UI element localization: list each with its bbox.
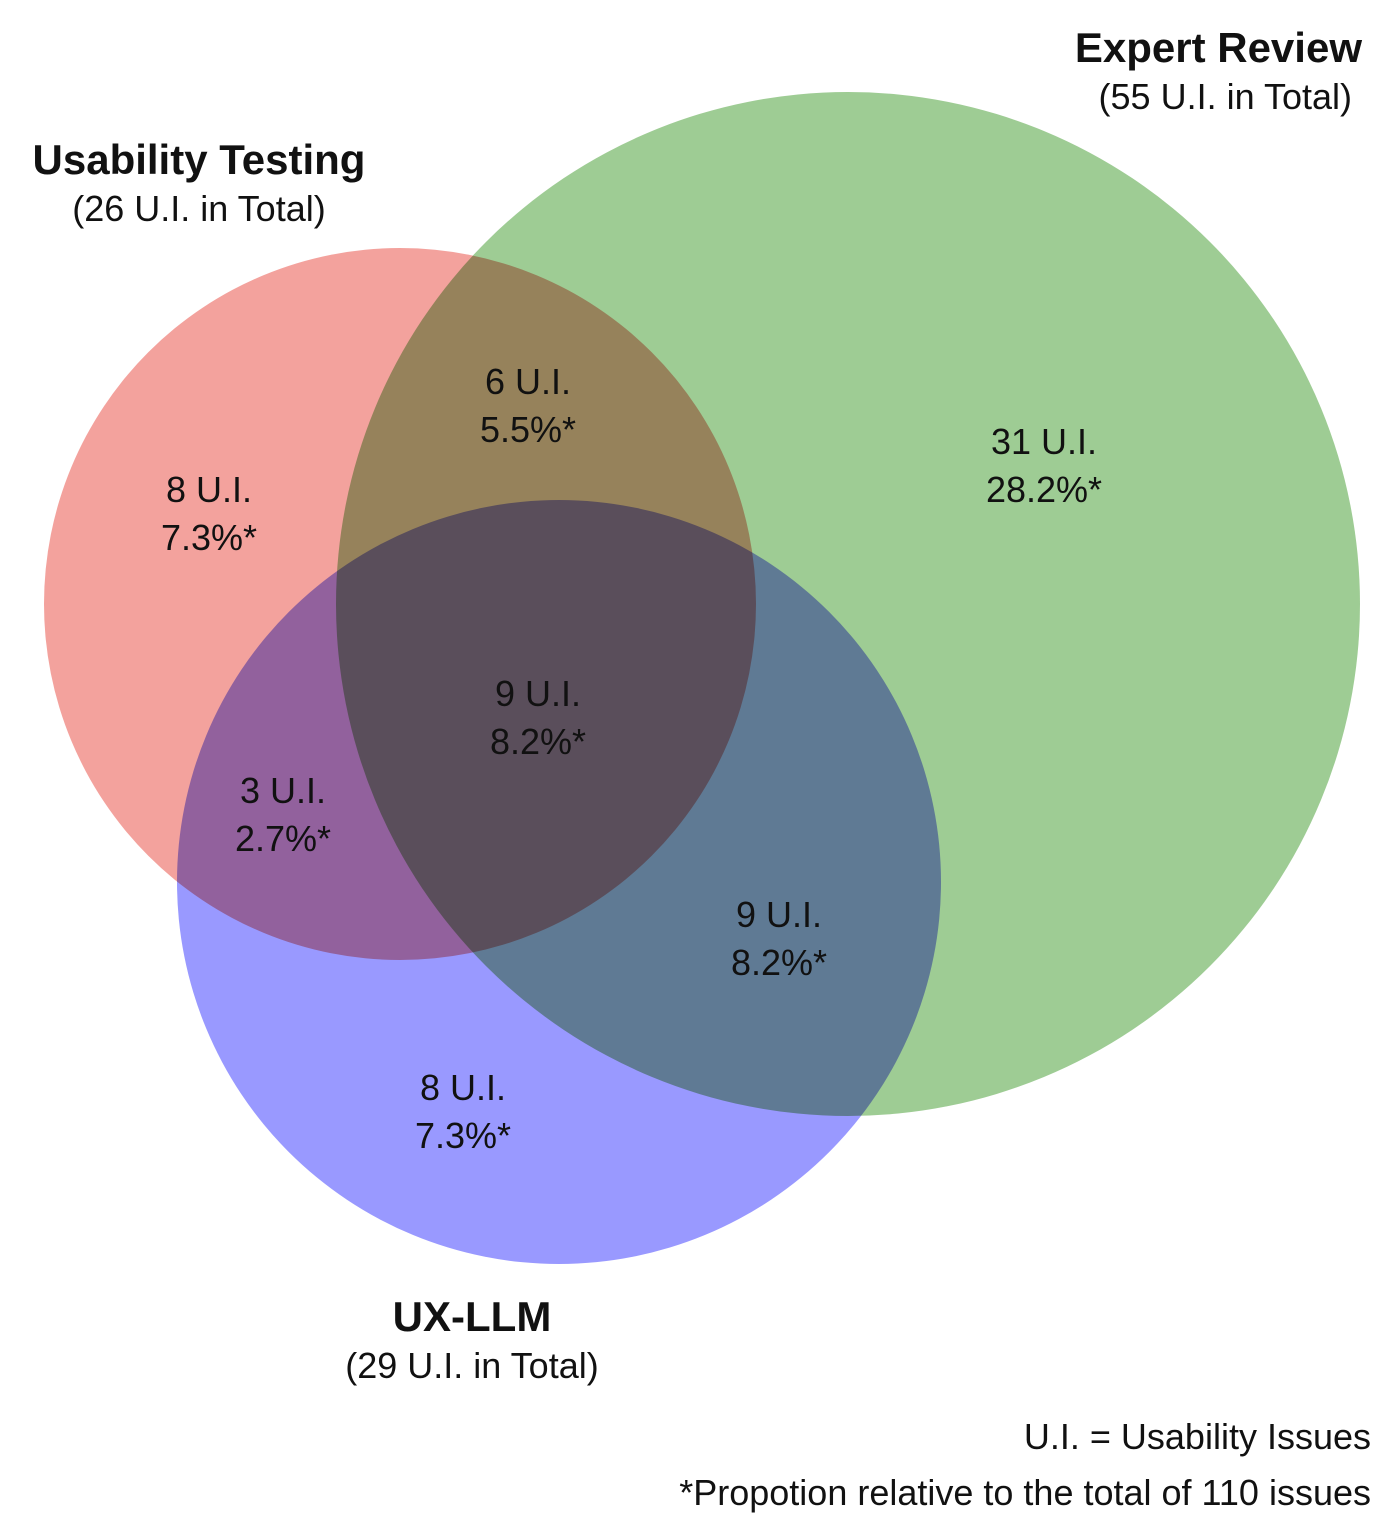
region-all-three-count: 9 U.I. (495, 673, 581, 714)
region-er-llm-pct: 8.2%* (731, 942, 827, 983)
region-ut-llm-count: 3 U.I. (240, 770, 326, 811)
region-ut-llm-pct: 2.7%* (235, 818, 331, 859)
proportion-note: *Propotion relative to the total of 110 … (679, 1472, 1371, 1513)
set-title-ux-llm: UX-LLM (393, 1293, 552, 1340)
set-total-usability-testing: (26 U.I. in Total) (72, 188, 325, 229)
region-er-only-count: 31 U.I. (991, 421, 1097, 462)
region-ut-er-pct: 5.5%* (480, 409, 576, 450)
circle-ux-llm (177, 500, 941, 1264)
set-labels: Expert Review (55 U.I. in Total) Usabili… (33, 24, 1363, 1386)
region-all-three-pct: 8.2%* (490, 721, 586, 762)
region-ut-only-pct: 7.3%* (161, 517, 257, 558)
region-llm-only-pct: 7.3%* (415, 1115, 511, 1156)
region-ut-only-count: 8 U.I. (166, 469, 252, 510)
region-labels: 8 U.I. 7.3%* 6 U.I. 5.5%* 31 U.I. 28.2%*… (161, 361, 1102, 1156)
region-er-only-pct: 28.2%* (986, 469, 1102, 510)
region-er-llm-count: 9 U.I. (736, 894, 822, 935)
abbreviation-note: U.I. = Usability Issues (1023, 1416, 1371, 1457)
set-total-ux-llm: (29 U.I. in Total) (345, 1345, 598, 1386)
venn-circles (44, 92, 1360, 1264)
region-llm-only-count: 8 U.I. (420, 1067, 506, 1108)
set-title-expert-review: Expert Review (1075, 24, 1362, 71)
set-title-usability-testing: Usability Testing (33, 136, 366, 183)
set-total-expert-review: (55 U.I. in Total) (1099, 76, 1352, 117)
region-ut-er-count: 6 U.I. (485, 361, 571, 402)
